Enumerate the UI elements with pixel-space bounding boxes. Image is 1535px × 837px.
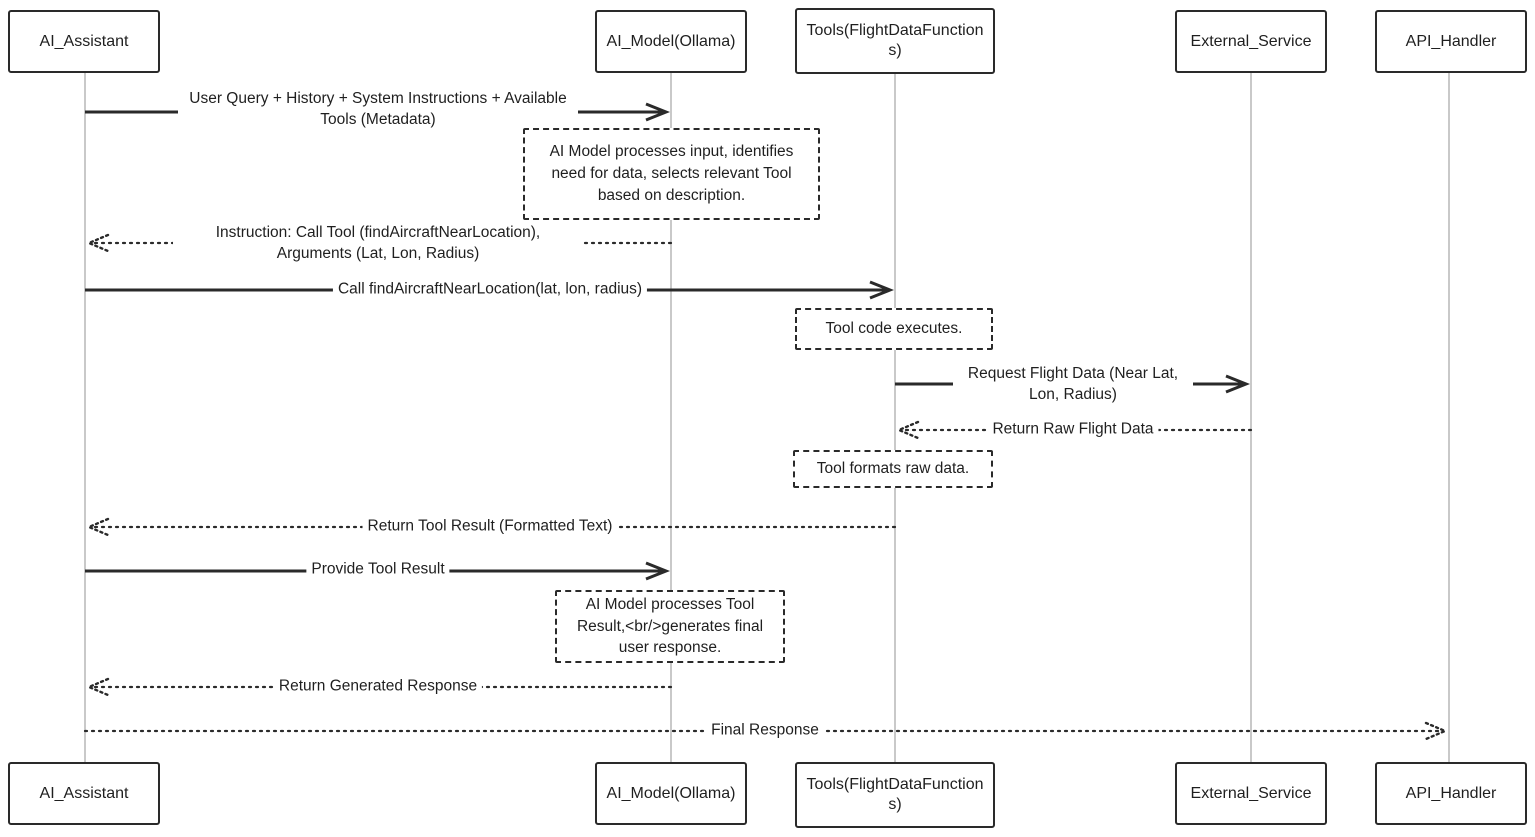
note-tool-code-executes: Tool code executes. [795, 308, 993, 350]
participant-top-tools: Tools(FlightDataFunctions) [795, 8, 995, 74]
participant-bottom-ai-assistant: AI_Assistant [8, 762, 160, 825]
arrowhead-right-7 [645, 561, 671, 581]
note-text: AI Model processes input, identifies nee… [549, 143, 794, 204]
arrowhead-right-4 [1225, 374, 1251, 394]
participant-label: External_Service [1190, 784, 1312, 802]
participant-top-ai-model: AI_Model(Ollama) [595, 10, 747, 73]
participant-bottom-tools: Tools(FlightDataFunctions) [795, 762, 995, 828]
message-label-instruction-call: Instruction: Call Tool (findAircraftNear… [173, 222, 583, 266]
participant-top-ai-assistant: AI_Assistant [8, 10, 160, 73]
message-label-provide-result: Provide Tool Result [306, 558, 450, 582]
arrowhead-right-3 [869, 280, 895, 300]
message-label-request-flight: Request Flight Data (Near Lat, Lon, Radi… [953, 363, 1193, 407]
participant-bottom-external-service: External_Service [1175, 762, 1327, 825]
note-tool-formats-raw-data: Tool formats raw data. [793, 450, 993, 488]
arrowhead-right-1 [645, 102, 671, 122]
participant-top-api-handler: API_Handler [1375, 10, 1527, 73]
participant-label: API_Handler [1405, 32, 1497, 50]
arrowhead-left-5 [895, 420, 920, 440]
participant-label: External_Service [1190, 32, 1312, 50]
participant-label: Tools(FlightDataFunctions) [806, 776, 984, 813]
arrowhead-left-6 [85, 517, 110, 537]
participant-label: AI_Assistant [39, 32, 129, 50]
participant-bottom-ai-model: AI_Model(Ollama) [595, 762, 747, 825]
message-label-return-generated: Return Generated Response [273, 675, 483, 699]
participant-label: AI_Assistant [39, 784, 129, 802]
participant-label: Tools(FlightDataFunctions) [806, 22, 984, 59]
message-label-call-tool: Call findAircraftNearLocation(lat, lon, … [332, 278, 648, 302]
participant-label: AI_Model(Ollama) [606, 32, 736, 50]
message-label-return-raw: Return Raw Flight Data [987, 418, 1159, 442]
note-ai-model-processes-input: AI Model processes input, identifies nee… [523, 128, 820, 220]
message-label-return-tool: Return Tool Result (Formatted Text) [362, 515, 618, 539]
message-label-final-response: Final Response [706, 719, 824, 743]
note-text: Tool formats raw data. [816, 460, 970, 478]
participant-top-external-service: External_Service [1175, 10, 1327, 73]
note-ai-model-processes-result: AI Model processes Tool Result,<br/>gene… [555, 590, 785, 663]
note-text: AI Model processes Tool Result,<br/>gene… [576, 595, 764, 657]
note-text: Tool code executes. [825, 320, 963, 338]
participant-bottom-api-handler: API_Handler [1375, 762, 1527, 825]
participant-label: AI_Model(Ollama) [606, 784, 736, 802]
message-label-user-query: User Query + History + System Instructio… [178, 88, 578, 132]
arrowhead-left-8 [85, 677, 110, 697]
arrowhead-right-9 [1424, 721, 1449, 741]
arrowhead-left-2 [85, 233, 110, 253]
participant-label: API_Handler [1405, 784, 1497, 802]
